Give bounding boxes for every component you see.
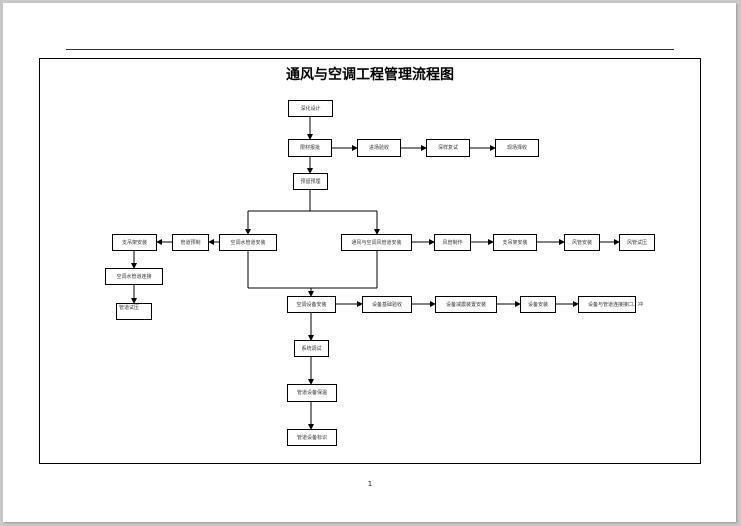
node-pipe-equipment-marking: 管道设备标识 <box>287 429 337 446</box>
node-chilled-water-pipe-connect: 空调水管道连接 <box>105 268 163 285</box>
node-support-install-left: 支吊架安装 <box>112 234 157 251</box>
node-incoming-inspection: 进场验收 <box>357 139 401 157</box>
header-rule <box>66 49 674 50</box>
node-sample-review: 深样复试 <box>426 139 470 157</box>
node-deepen-design: 深化设计 <box>288 100 333 117</box>
diagram-title: 通风与空调工程管理流程图 <box>286 67 454 83</box>
node-equipment-pipe-connect: 设备与管道连接接口、冲 <box>578 296 643 313</box>
node-material-approval: 限材报批 <box>288 139 332 157</box>
node-ac-equipment-install: 空调设备安装 <box>287 296 336 313</box>
diagram-frame <box>39 58 701 464</box>
node-reserved-holes: 预留预埋 <box>293 173 328 190</box>
node-system-commissioning: 系统调试 <box>294 340 329 357</box>
page-number: 1 <box>367 480 373 488</box>
node-duct-install: 风管安装 <box>564 234 600 251</box>
node-pipe-equipment-insulation: 管道设备保温 <box>287 384 337 402</box>
node-site-acceptance: 现场择收 <box>495 139 539 157</box>
node-damping-device-install: 设备减震装置安装 <box>435 296 497 313</box>
node-equipment-foundation-check: 设备基础验收 <box>362 296 412 313</box>
node-ventilation-duct-install: 通风与空调风管道安装 <box>341 234 412 251</box>
node-chilled-water-pipe-install: 空调水管道安装 <box>219 234 277 251</box>
node-duct-test: 风管试压 <box>619 234 655 251</box>
node-pipe-prefab: 管道预制 <box>172 234 209 251</box>
node-support-install-right: 支吊架安装 <box>493 234 537 251</box>
node-pipe-test: 管道试压 <box>116 303 152 320</box>
node-equipment-install: 设备安装 <box>520 296 556 313</box>
document-page <box>3 3 736 522</box>
node-duct-fabrication: 风管制作 <box>434 234 471 251</box>
